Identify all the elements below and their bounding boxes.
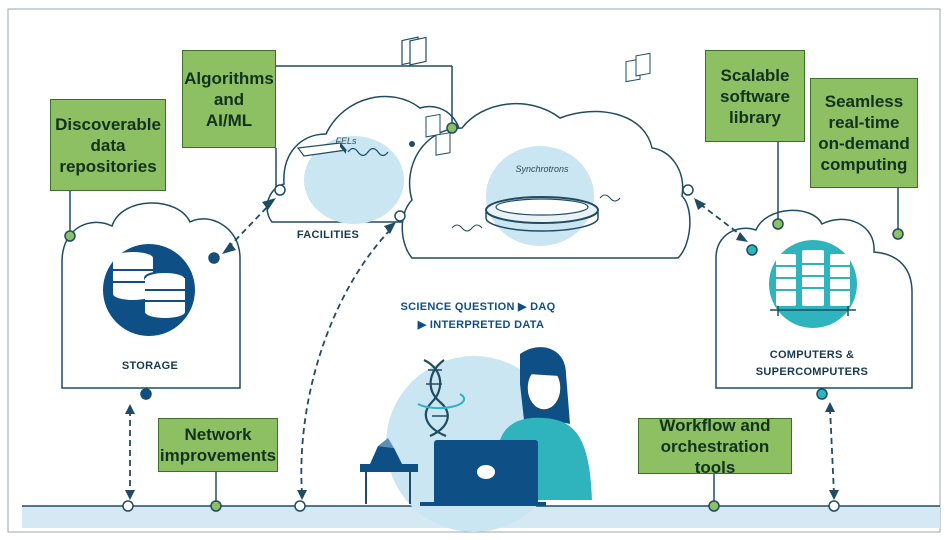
fel-beamline-icon: [296, 142, 389, 157]
fels-label: FELs: [335, 136, 357, 146]
scientist-figure: [498, 347, 592, 500]
discoverable-data-repositories-box: Discoverable data repositories: [50, 99, 166, 191]
algorithms-aiml-box: Algorithms and AI/ML: [182, 50, 276, 148]
connector-lines: [69, 65, 899, 506]
synchrotron-ring-icon: [485, 196, 599, 232]
scalable-software-library-box: Scalable software library: [705, 50, 805, 142]
workflow-orchestration-box: Workflow and orchestration tools: [638, 416, 792, 477]
computers-label-line2: SUPERCOMPUTERS: [755, 366, 869, 378]
storage-label: STORAGE: [121, 360, 179, 372]
synchrotrons-label: Synchrotrons: [515, 164, 569, 174]
facilities-label: FACILITIES: [296, 229, 360, 241]
database-icon: [103, 244, 195, 336]
detector-icon: [425, 52, 651, 232]
dna-icon: [417, 359, 466, 438]
science-question-line1: SCIENCE QUESTION ▶ DAQ: [400, 301, 556, 313]
node-dots: [64, 122, 904, 512]
network-improvements-box: Network improvements: [158, 418, 278, 472]
computers-label-line1: COMPUTERS &: [769, 349, 855, 361]
detector-icon: [401, 36, 427, 147]
server-rack-icon: [769, 240, 857, 328]
seamless-computing-box: Seamless real-time on-demand computing: [810, 78, 918, 188]
dashed-arrows: [129, 203, 835, 495]
science-question-line2: ▶ INTERPRETED DATA: [417, 319, 545, 331]
arrow-heads: [125, 198, 839, 500]
desk-plant-icon: [360, 438, 418, 504]
laptop-icon: [420, 440, 546, 506]
fel-region: [304, 136, 404, 224]
